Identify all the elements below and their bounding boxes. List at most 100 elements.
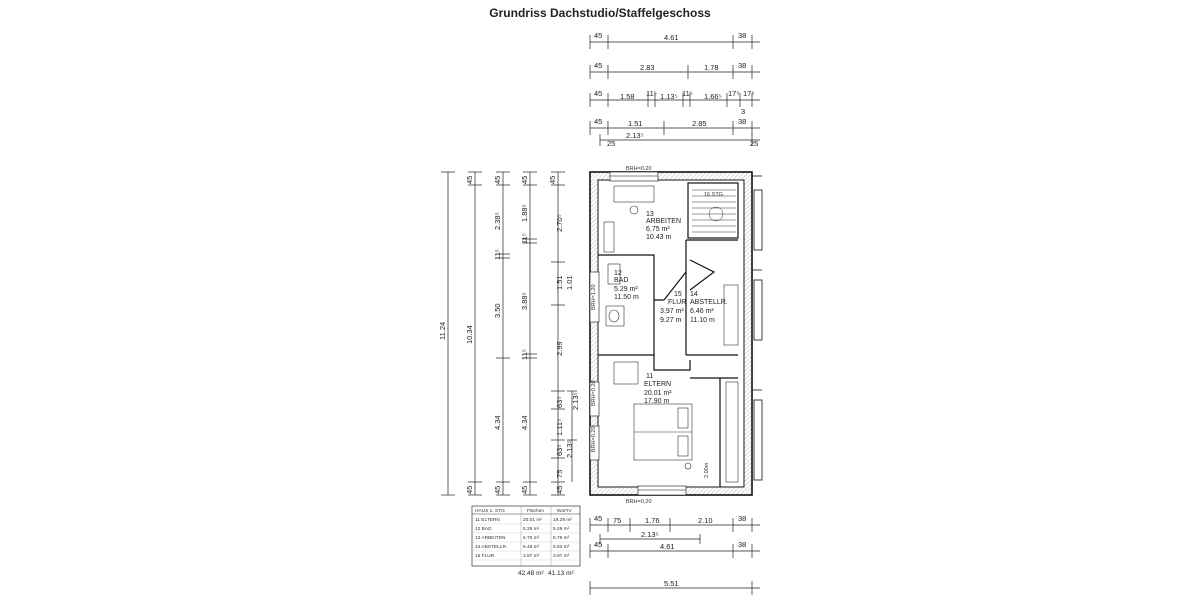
dim-label: 11⁵: [682, 89, 693, 98]
dim-label: 45: [594, 31, 602, 40]
dim-label: 45: [594, 540, 602, 549]
dim-label: 45: [594, 89, 602, 98]
room-name: FLUR: [668, 299, 686, 306]
left-dimension-labels: 11.24 45 10.34 45 45 2.38⁵ 11⁵ 3.50 4.34…: [438, 176, 580, 494]
room-name: ARBEITEN: [646, 218, 681, 225]
furniture: [603, 185, 739, 483]
dim-label: 2.83: [640, 63, 655, 72]
table-total: 41.13 m²: [548, 570, 574, 577]
dim-label: 45: [548, 176, 557, 184]
table-cell: 14 ABSTELLR.: [475, 544, 507, 550]
dim-label: 1.01: [565, 275, 574, 290]
table-total: 42.48 m²: [518, 570, 544, 577]
dim-label: 1.11⁵: [555, 419, 564, 436]
dim-label: 63⁵: [555, 397, 564, 408]
dim-label: 1.58: [620, 92, 635, 101]
table-cell: 13 ARBEITEN: [475, 535, 506, 541]
dim-label: 2.85: [692, 119, 707, 128]
dim-label: 2.70⁵: [555, 214, 564, 232]
stair-label: 16 STG: [704, 192, 723, 198]
dim-label: 5.51: [664, 579, 679, 588]
dim-label: 11⁵: [520, 233, 529, 244]
plan-title: Grundriss Dachstudio/Staffelgeschoss: [489, 6, 711, 20]
stair-symbol: [692, 189, 736, 233]
dim-label: 11⁵: [646, 89, 657, 98]
dim-label: 38: [738, 31, 746, 40]
room-area: 20.01 m²: [644, 390, 672, 397]
dim-label: 2.10: [698, 516, 713, 525]
dim-label: 63⁵: [555, 445, 564, 456]
room-number: 14: [690, 291, 698, 298]
table-header: WoFIV: [557, 508, 572, 514]
top-dimension-labels: 45 4.61 38 45 2.83 1.78 38 45 1.58 11⁵ 1…: [594, 31, 758, 148]
room-area: 6.75 m²: [646, 226, 670, 233]
dim-label: 2.13⁵: [571, 392, 580, 410]
dim-label: 45: [520, 176, 529, 184]
dim-label: 2.99: [555, 341, 564, 356]
brh-label: BRH=1.20: [591, 284, 597, 310]
dim-label: 2.13⁵: [565, 440, 574, 458]
table-cell: 5.29 m²: [523, 526, 540, 532]
left-dimension-chains: [441, 171, 577, 496]
room-perimeter: 10.43 m: [646, 234, 671, 241]
room-number: 12: [614, 270, 622, 277]
dim-label: 75: [613, 516, 621, 525]
dim-label: 45: [520, 486, 529, 494]
dim-label: 45: [465, 486, 474, 494]
table-cell: 12 BAD: [475, 526, 492, 532]
dim-label: 11⁵: [493, 249, 502, 260]
table-header: Flächen: [527, 508, 544, 514]
dim-label: 3: [741, 107, 745, 116]
dim-label: 1.76: [645, 516, 660, 525]
room-11-label: 11 ELTERN 20.01 m² 17.90 m: [644, 373, 672, 405]
room-name: ABSTELLR.: [690, 299, 728, 306]
dim-label: 25: [607, 139, 615, 148]
dim-label: 38: [738, 514, 746, 523]
table-cell: 20.01 m²: [523, 517, 542, 523]
dim-label: 4.61: [660, 542, 675, 551]
dim-label: 10.34: [465, 325, 474, 344]
interior-walls: [598, 182, 739, 487]
room-perimeter: 17.90 m: [644, 398, 669, 405]
dim-label: 38: [738, 61, 746, 70]
room-name: ELTERN: [644, 381, 671, 388]
dim-label: 75: [555, 470, 564, 478]
brh-label: BRH=0.20: [591, 426, 597, 452]
dim-label: 1.51: [628, 119, 643, 128]
dim-label: 38: [738, 117, 746, 126]
dim-label: 45: [594, 514, 602, 523]
bottom-dimension-labels: 45 75 1.76 2.10 38 2.13⁵ 45 4.61 38 5.51: [594, 514, 746, 588]
neighbor-edge: [752, 175, 763, 481]
dim-label: 11⁵: [520, 349, 529, 360]
wall-height-label: 2.00m: [704, 462, 710, 478]
table-cell: 5.29 m²: [553, 526, 570, 532]
dim-label: 17⁵: [728, 89, 739, 98]
dim-label: 2.38⁵: [493, 212, 502, 230]
room-13-label: 13 ARBEITEN 6.75 m² 10.43 m: [646, 211, 681, 241]
dim-label: 25: [750, 139, 758, 148]
dim-label: 17⁵: [743, 89, 754, 98]
room-perimeter: 11.50 m: [614, 294, 639, 301]
room-number: 11: [646, 373, 653, 380]
dim-label: 38: [738, 540, 746, 549]
room-area: 3.97 m²: [660, 308, 684, 315]
room-perimeter: 11.10 m: [690, 317, 715, 324]
dim-label: 45: [493, 486, 502, 494]
table-cell: 11 ELTERN: [475, 517, 500, 523]
brh-label: BRH=0.20: [626, 499, 652, 505]
dim-label: 2.13⁵: [626, 131, 644, 140]
room-14-label: 14 ABSTELLR. 6.46 m² 11.10 m: [690, 291, 728, 324]
table-cell: 5.83 m²: [553, 544, 570, 550]
room-area: 5.29 m²: [614, 286, 638, 293]
dim-label: 1.66⁵: [704, 92, 722, 101]
room-name: BAD: [614, 277, 628, 284]
table-cell: 6.46 m²: [523, 544, 540, 550]
dim-label: 1.51: [555, 275, 564, 290]
table-cell: 15 FLUR: [475, 553, 495, 559]
brh-label: BRH=0.20: [591, 380, 597, 406]
table-header: HAUS 1. STG: [475, 508, 505, 514]
table-cell: 6.75 m²: [523, 535, 540, 541]
table-cell: 3.97 m²: [523, 553, 540, 559]
table-cell: 3.97 m²: [553, 553, 570, 559]
